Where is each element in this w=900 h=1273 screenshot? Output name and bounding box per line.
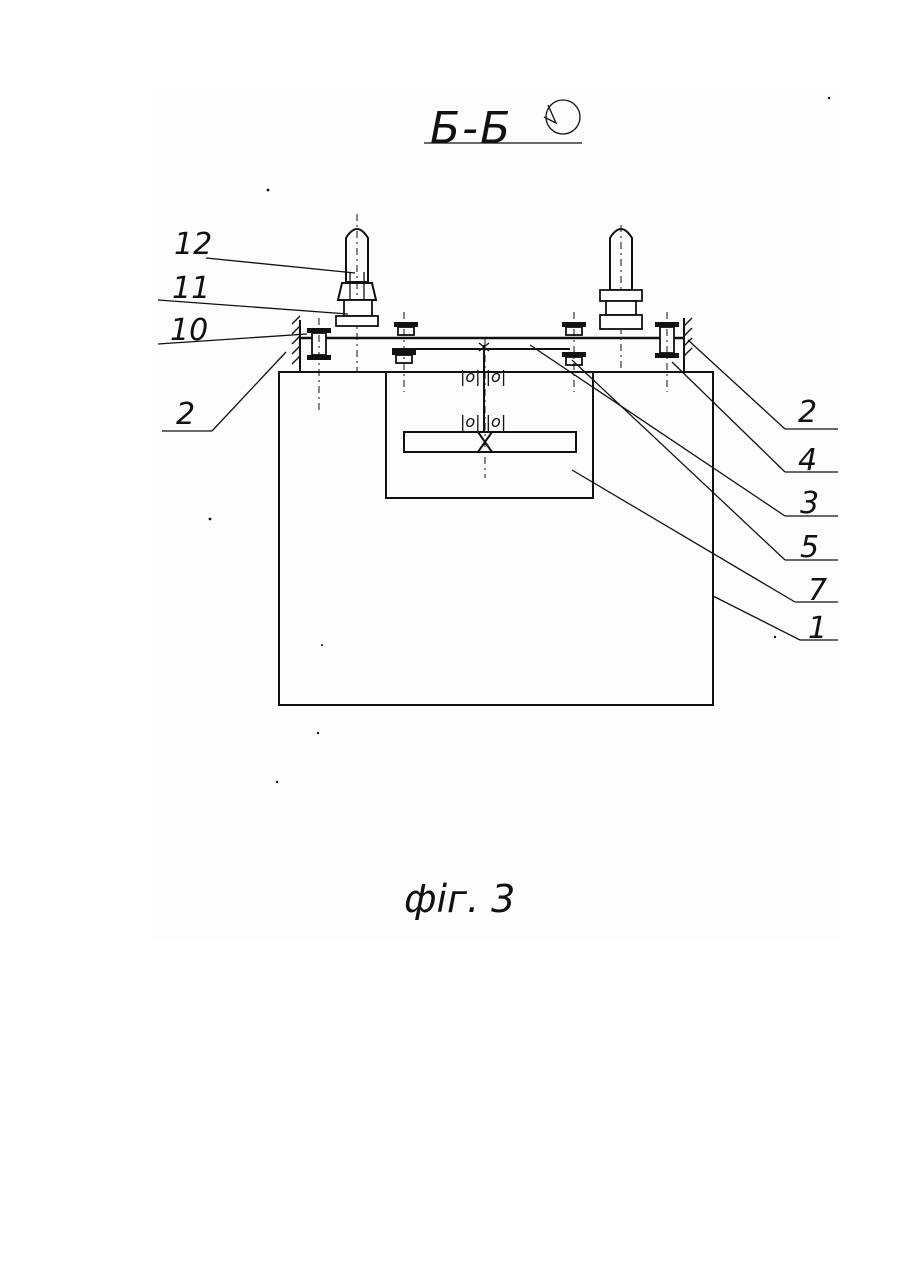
bearing-mark-lower: |o| |o|	[460, 412, 506, 431]
right-wall	[684, 318, 692, 372]
callout-11: 11	[172, 271, 210, 306]
callout-10: 10	[170, 313, 208, 348]
bottle-right	[600, 225, 642, 372]
callout-2-right: 2	[798, 395, 817, 430]
bottle-left	[336, 214, 378, 372]
pulley-left-outer	[307, 318, 331, 410]
rotation-symbol-icon	[544, 100, 580, 134]
figure-caption: фіг. 3	[404, 877, 515, 921]
bearing-mark-upper: |o| |o|	[460, 367, 506, 386]
callout-1: 1	[808, 611, 827, 646]
callout-4: 4	[798, 443, 817, 478]
section-title: Б-Б	[430, 103, 512, 154]
scan-specks	[209, 97, 831, 783]
callout-12: 12	[174, 227, 212, 262]
left-wall	[292, 316, 300, 372]
callout-2-left: 2	[176, 397, 195, 432]
pulley-left-inner	[392, 312, 418, 392]
leader-lines-right	[530, 340, 838, 640]
callout-7: 7	[808, 573, 827, 608]
callout-5: 5	[800, 530, 819, 565]
pulley-right-outer	[655, 312, 679, 392]
callout-3: 3	[800, 486, 819, 521]
